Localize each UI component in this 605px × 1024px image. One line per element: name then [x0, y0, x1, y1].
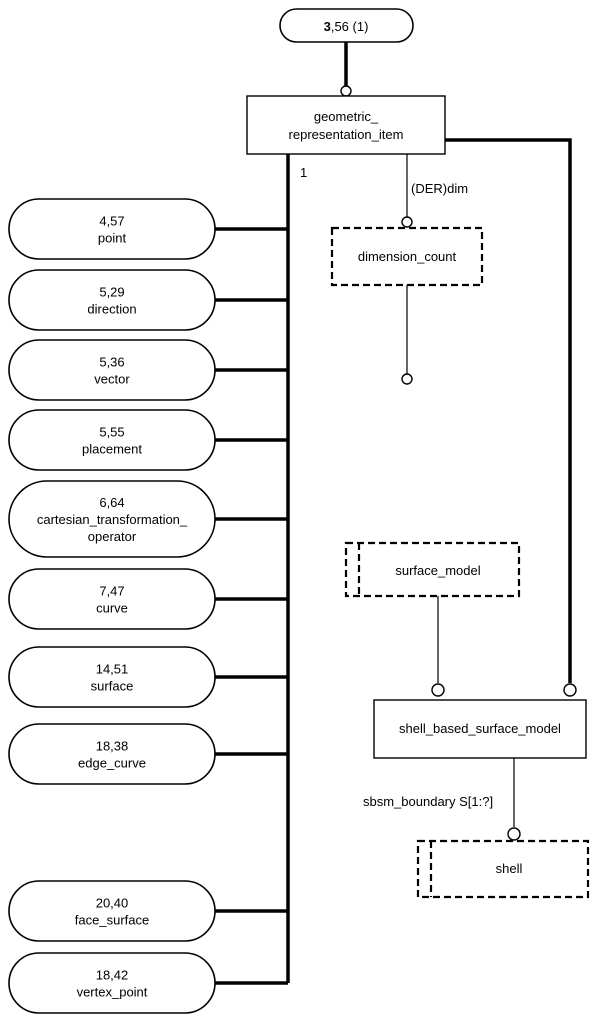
subtype-node[interactable]: 6,64 cartesian_transformation_ operator [8, 480, 216, 558]
subtype-list: 4,57 point 5,29 direction 5,36 vector 5,55 plac… [8, 198, 288, 1014]
subtype-name: cartesian_transformation_ [37, 512, 188, 527]
geometric-representation-item-label-1: geometric_ [314, 109, 379, 124]
subtype-pill [8, 723, 216, 785]
subtype-reference: 4,57 [99, 214, 124, 229]
cardinality-label: 1 [300, 165, 307, 180]
subtype-reference: 5,36 [99, 355, 124, 370]
subtype-name: direction [87, 302, 136, 317]
subtype-reference: 18,42 [96, 968, 129, 983]
shell-based-surface-model-node[interactable]: shell_based_surface_model [373, 699, 587, 759]
der-dim-label: (DER)dim [411, 181, 468, 196]
subtype-pill [8, 880, 216, 942]
sbsm-supertype-line [445, 138, 572, 683]
subtype-name: placement [82, 442, 142, 457]
subtype-node[interactable]: 18,38 edge_curve [8, 723, 216, 785]
subtype-pill [8, 198, 216, 260]
subtype-pill [8, 480, 216, 558]
subtype-name: surface [91, 679, 134, 694]
dimension-count-node[interactable]: dimension_count [330, 226, 484, 287]
shell-label: shell [496, 861, 523, 876]
subtype-pill [8, 646, 216, 708]
subtype-node[interactable]: 5,36 vector [8, 339, 216, 401]
subtype-pill [8, 568, 216, 630]
subtype-node[interactable]: 5,55 placement [8, 409, 216, 471]
subtype-node[interactable]: 4,57 point [8, 198, 216, 260]
sbsm-boundary-end [507, 827, 521, 841]
subtype-name: vector [94, 372, 130, 387]
subtype-pill [8, 952, 216, 1014]
shell-based-surface-model-label: shell_based_surface_model [399, 721, 561, 736]
sbsm-supertype-end [563, 683, 577, 697]
subtype-name: point [98, 231, 127, 246]
subtype-reference: 6,64 [99, 495, 124, 510]
geometric-representation-item-node[interactable]: geometric_ representation_item [246, 95, 446, 155]
subtype-pill [8, 409, 216, 471]
subtype-reference: 7,47 [99, 584, 124, 599]
page-ref-connector-end [340, 85, 352, 97]
subtype-name: face_surface [75, 913, 149, 928]
subtype-reference: 18,38 [96, 739, 129, 754]
shell-node[interactable]: shell [416, 839, 590, 899]
surface-model-node[interactable]: surface_model [344, 541, 521, 598]
subtype-name: vertex_point [77, 985, 148, 1000]
subtype-name: operator [88, 529, 137, 544]
subtype-reference: 5,55 [99, 425, 124, 440]
subtype-reference: 5,29 [99, 285, 124, 300]
surface-model-end [431, 683, 445, 697]
geometric-representation-item-label-2: representation_item [289, 127, 404, 142]
subtype-node[interactable]: 18,42 vertex_point [8, 952, 216, 1014]
dimension-count-tail-end [401, 373, 413, 385]
subtype-reference: 20,40 [96, 896, 129, 911]
page-reference-label: 3,56 (1) [324, 19, 369, 34]
subtype-node[interactable]: 14,51 surface [8, 646, 216, 708]
subtype-pill [8, 339, 216, 401]
subtype-node[interactable]: 5,29 direction [8, 269, 216, 331]
subtype-name: edge_curve [78, 756, 146, 771]
subtype-node[interactable]: 20,40 face_surface [8, 880, 216, 942]
subtype-pill [8, 269, 216, 331]
subtype-reference: 14,51 [96, 662, 129, 677]
page-reference-node[interactable]: 3,56 (1) [279, 8, 414, 43]
page-reference-bold: 3 [324, 19, 331, 34]
subtype-name: curve [96, 601, 128, 616]
subtype-node[interactable]: 7,47 curve [8, 568, 216, 630]
dimension-count-label: dimension_count [358, 249, 457, 264]
sbsm-boundary-label: sbsm_boundary S[1:?] [363, 794, 493, 809]
page-reference-rest: ,56 (1) [331, 19, 369, 34]
der-dim-end [401, 216, 413, 228]
surface-model-label: surface_model [395, 563, 480, 578]
